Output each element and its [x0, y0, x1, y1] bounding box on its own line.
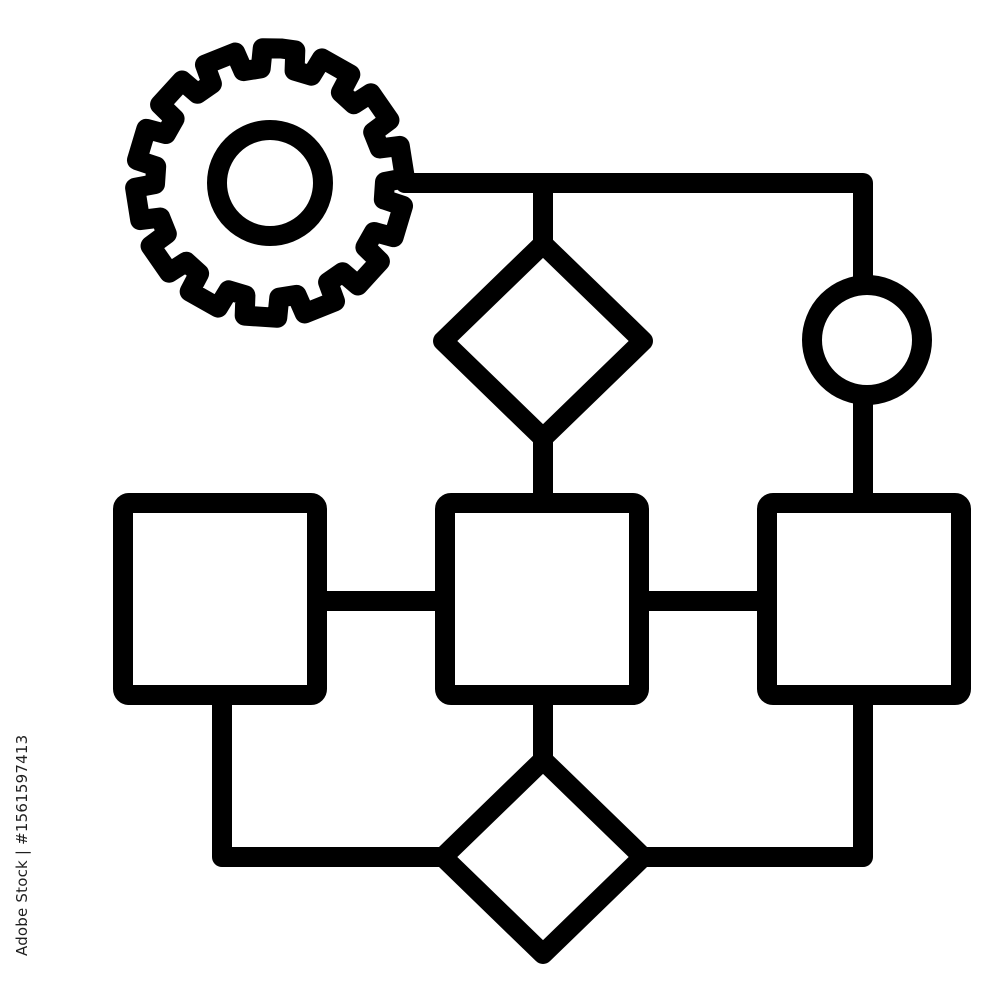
gear-icon	[125, 38, 415, 328]
process-box-center	[435, 493, 649, 705]
decision-diamond-top	[433, 234, 653, 448]
stock-id-watermark: Adobe Stock | #1561597413	[13, 734, 31, 956]
process-box-left	[113, 493, 327, 705]
connector-right-box-to-bottom-diamond	[633, 685, 873, 867]
decision-diamond-bottom	[433, 750, 653, 964]
connector-lines	[212, 173, 873, 867]
connector-left-box-to-bottom-diamond	[212, 685, 453, 867]
connector-gear-to-right	[395, 173, 873, 295]
process-box-right	[757, 493, 971, 705]
gear-hub	[207, 120, 333, 246]
terminal-circle	[802, 275, 932, 405]
gear-outline	[125, 38, 415, 328]
